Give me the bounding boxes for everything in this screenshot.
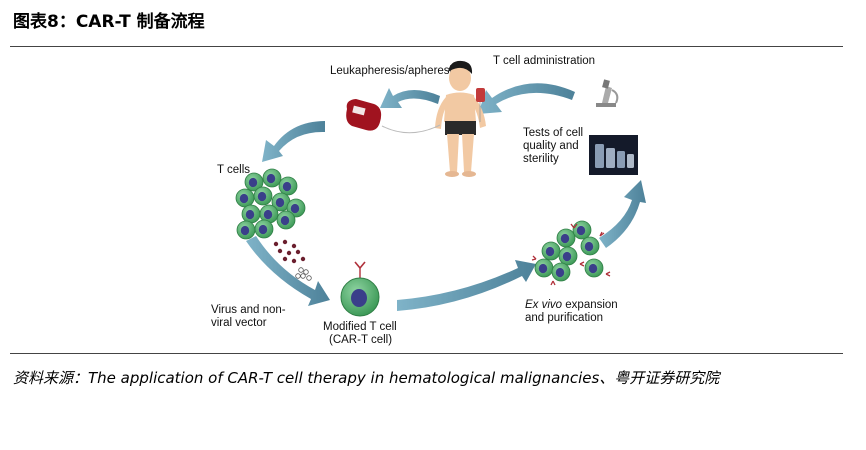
label-modified-line1: Modified T cell (323, 321, 397, 333)
expanded-car-t-cells (531, 220, 611, 286)
arrow-modified-to-expansion (397, 260, 536, 311)
viral-vector-particles (273, 239, 306, 264)
bottom-rule (10, 353, 843, 354)
label-virus-line1: Virus and non- (211, 304, 286, 316)
label-expansion-line2: and purification (525, 312, 603, 324)
car-t-cell (340, 261, 380, 317)
arrow-patient-to-blood (380, 88, 440, 108)
blood-bag-icon (346, 99, 382, 131)
label-tests-line3: sterility (523, 153, 559, 165)
arrow-admin-to-patient (478, 83, 575, 114)
blood-tube-line (381, 124, 441, 134)
label-leukapheresis: Leukapheresis/apheresis (330, 65, 458, 77)
iv-bag-icon (476, 88, 485, 122)
t-cell-cluster (235, 168, 306, 240)
label-t-cell-administration: T cell administration (493, 55, 595, 67)
label-expansion-line1: Ex vivo expansion (525, 299, 618, 311)
microscope-icon (596, 79, 619, 107)
figure-source: 资料来源：The application of CAR-T cell thera… (13, 369, 720, 387)
arrow-tcells-to-modified (246, 236, 330, 306)
label-modified-line2: (CAR-T cell) (329, 334, 392, 346)
culture-flasks-image (589, 135, 638, 175)
arrow-blood-to-tcells (262, 121, 325, 162)
label-tests-line2: quality and (523, 140, 579, 152)
non-viral-vector-particles (295, 267, 312, 281)
label-virus-line2: viral vector (211, 317, 267, 329)
car-t-process-diagram: Leukapheresis/apheresis T cell administr… (211, 55, 646, 346)
arrow-expansion-to-tests (599, 180, 646, 248)
figure-title: 图表8：CAR-T 制备流程 (13, 12, 205, 32)
label-t-cells: T cells (217, 164, 250, 176)
patient-figure (435, 60, 486, 177)
top-rule (10, 46, 843, 47)
label-tests-line1: Tests of cell (523, 127, 583, 139)
